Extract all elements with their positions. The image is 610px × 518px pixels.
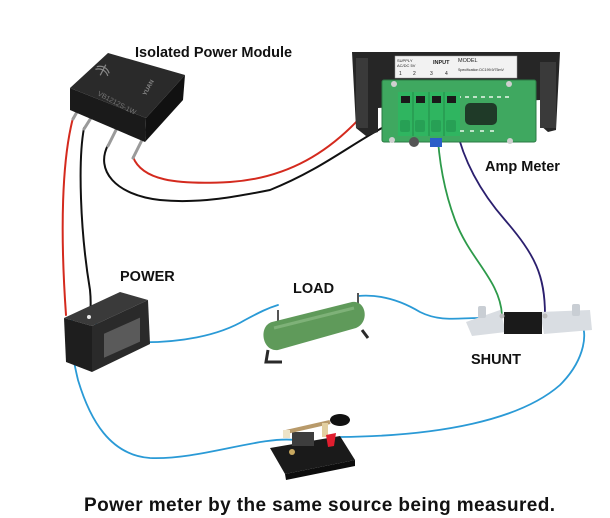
terminal-3 — [432, 96, 441, 103]
meter-bezel-right — [540, 62, 556, 128]
svg-text:SUPPLY: SUPPLY — [397, 58, 413, 63]
module-side — [145, 75, 185, 142]
meter-screw — [389, 137, 395, 143]
meter-trim-pot — [430, 138, 442, 147]
wire-blue-shunt-to-switch — [339, 317, 586, 438]
svg-text:1: 1 — [399, 71, 402, 77]
terminal-2 — [416, 96, 425, 103]
meter-bezel-left — [356, 58, 368, 128]
label-amp-meter: Amp Meter — [485, 159, 560, 175]
battery-top — [64, 292, 148, 326]
caption: Power meter by the same source being mea… — [84, 495, 555, 516]
label-shunt: SHUNT — [471, 352, 521, 368]
switch-blade — [292, 432, 314, 446]
shunt — [466, 304, 592, 336]
resistor-bracket-left — [264, 349, 282, 364]
svg-text:INPUT: INPUT — [433, 60, 450, 66]
meter-capacitor — [409, 137, 419, 147]
battery-side — [64, 318, 92, 372]
amp-meter: SUPPLY AC/DC 5V INPUT MODEL Specificatio… — [352, 52, 560, 147]
label-power: POWER — [120, 269, 175, 285]
label-isolated-power-module: Isolated Power Module — [135, 45, 292, 61]
load-resistor — [263, 293, 370, 364]
wire-red-battery-to-module — [61, 117, 74, 316]
switch-handle — [330, 414, 350, 426]
terminal-4 — [447, 96, 456, 103]
resistor-bracket-right — [360, 329, 370, 339]
shunt-bolt-left — [478, 306, 486, 318]
svg-text:MODEL: MODEL — [458, 58, 478, 64]
wire-black-battery-to-module — [79, 127, 92, 319]
svg-text:AC/DC 5V: AC/DC 5V — [397, 63, 416, 68]
svg-text:Specification DC199.9/75mV: Specification DC199.9/75mV — [458, 68, 505, 72]
module-front — [70, 88, 146, 142]
shunt-base-right — [540, 310, 592, 334]
meter-chip — [465, 103, 497, 125]
shunt-resistor-block — [504, 312, 542, 334]
label-load: LOAD — [293, 281, 334, 297]
shunt-base-left — [466, 310, 506, 336]
meter-spec-label: SUPPLY AC/DC 5V INPUT MODEL Specificatio… — [394, 55, 518, 79]
switch-red-terminal — [326, 433, 336, 447]
meter-screw — [391, 81, 397, 87]
module-logo-icon — [95, 64, 110, 77]
resistor-body — [263, 301, 365, 351]
knife-switch — [270, 414, 355, 480]
battery — [64, 292, 150, 372]
meter-screw — [507, 138, 513, 144]
terminal-1 — [401, 96, 410, 103]
wire-blue-load-to-shunt — [357, 294, 479, 320]
shunt-bolt-right — [572, 304, 580, 316]
battery-label — [104, 317, 140, 358]
battery-terminal — [87, 315, 91, 319]
svg-text:4: 4 — [445, 71, 448, 77]
meter-terminal-block — [398, 92, 460, 136]
meter-screw — [506, 81, 512, 87]
isolated-power-module: VB1212S-1W YUAN — [70, 53, 185, 160]
svg-text:2: 2 — [413, 71, 416, 77]
svg-text:3: 3 — [430, 71, 433, 77]
